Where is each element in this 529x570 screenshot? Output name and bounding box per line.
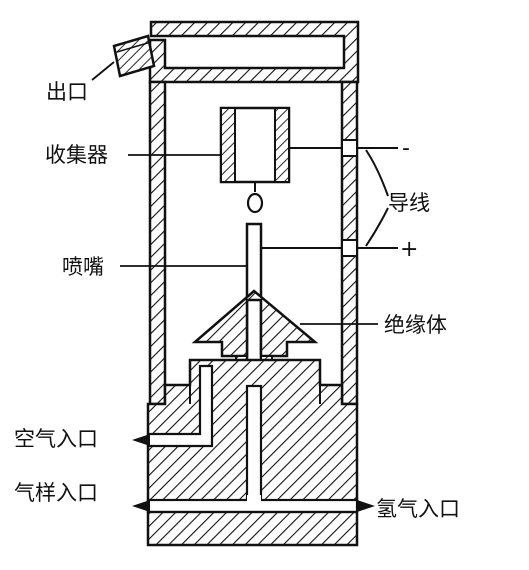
hydrogen-inlet-arrow	[357, 500, 375, 512]
label-outlet: 出口	[46, 80, 88, 104]
label-hydrogen-inlet: 氢气入口	[376, 497, 460, 521]
insulator	[191, 289, 319, 358]
left-wall	[148, 80, 167, 406]
collector	[219, 106, 291, 184]
flame	[246, 192, 264, 214]
sample-channel	[245, 384, 263, 502]
sign-positive: +	[400, 237, 418, 262]
label-wires: 导线	[388, 191, 430, 215]
air-channel	[146, 364, 214, 448]
outlet-tube	[112, 34, 156, 78]
air-inlet-arrow	[132, 434, 150, 446]
top-cap	[148, 20, 360, 84]
label-air-inlet: 空气入口	[14, 427, 98, 451]
label-collector: 收集器	[45, 143, 108, 167]
sign-negative: -	[402, 136, 410, 161]
label-nozzle: 喷嘴	[62, 255, 104, 279]
label-insulator: 绝缘体	[384, 313, 447, 337]
sample-inlet-arrow	[132, 500, 150, 512]
label-sample-inlet: 气样入口	[14, 481, 98, 505]
